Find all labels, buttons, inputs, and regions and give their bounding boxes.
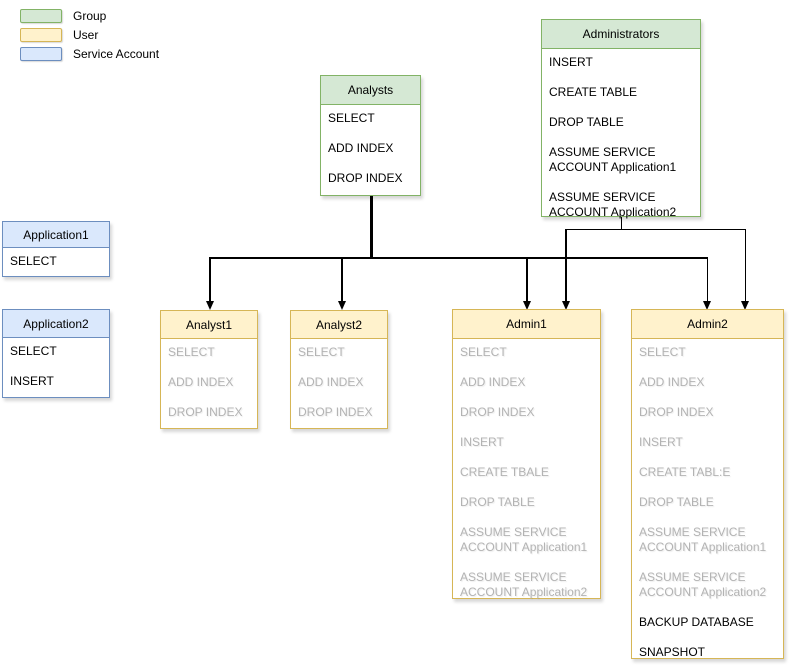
legend-label-service-account: Service Account [73, 46, 160, 61]
arrow-to-analyst2-icon [337, 301, 346, 310]
permission-item: DROP INDEX [460, 405, 535, 419]
node-analyst2: Analyst2 SELECT ADD INDEX DROP INDEX [290, 310, 388, 429]
node-analyst1-permissions: SELECT ADD INDEX DROP INDEX [161, 339, 257, 435]
permission-item: ASSUME SERVICE ACCOUNT Application2 [460, 570, 588, 599]
edge-analysts-stem [370, 196, 373, 258]
edge-drop-admin2-from-administrators [744, 229, 746, 301]
node-analyst2-permissions: SELECT ADD INDEX DROP INDEX [291, 339, 387, 435]
permission-item: ASSUME SERVICE ACCOUNT Application2 [549, 190, 677, 219]
permission-item: DROP TABLE [639, 495, 714, 509]
node-analysts-permissions: SELECT ADD INDEX DROP INDEX [321, 105, 420, 201]
node-analysts: Analysts SELECT ADD INDEX DROP INDEX [320, 75, 421, 196]
permission-item: ADD INDEX [298, 375, 364, 389]
node-analyst1: Analyst1 SELECT ADD INDEX DROP INDEX [160, 310, 258, 429]
node-analyst1-title: Analyst1 [161, 311, 257, 339]
node-application2-permissions: SELECT INSERT [3, 338, 109, 404]
legend-label-user: User [73, 27, 99, 42]
permission-item: CREATE TBALE [460, 465, 549, 479]
permission-item: SELECT [460, 345, 507, 359]
permission-item: INSERT [639, 435, 683, 449]
permission-item: SELECT [328, 111, 375, 125]
node-admin1-title: Admin1 [453, 310, 600, 339]
edge-administrators-stem [620, 217, 622, 229]
user-swatch-icon [20, 27, 62, 42]
permission-item: SELECT [639, 345, 686, 359]
permission-item: DROP INDEX [168, 405, 243, 419]
permission-item: INSERT [460, 435, 504, 449]
edge-drop-analyst2 [341, 257, 343, 301]
permission-item: ASSUME SERVICE ACCOUNT Application2 [639, 570, 767, 599]
service-account-swatch-icon [20, 46, 62, 61]
edge-analysts-bus [209, 257, 708, 259]
node-application1-permissions: SELECT [3, 248, 109, 284]
permission-item: DROP INDEX [639, 405, 714, 419]
permission-item: BACKUP DATABASE [639, 615, 754, 629]
permission-item: INSERT [10, 374, 54, 388]
node-application1: Application1 SELECT [2, 221, 110, 277]
edge-drop-admin1-from-analysts [526, 257, 528, 301]
permission-item: DROP TABLE [549, 115, 624, 129]
node-administrators: Administrators INSERT CREATE TABLE DROP … [541, 19, 701, 219]
arrow-to-admin2-from-administrators-icon [741, 301, 749, 310]
arrow-to-admin1-from-analysts-icon [522, 301, 531, 310]
permission-item: ADD INDEX [168, 375, 234, 389]
edge-drop-admin2-from-analysts [706, 257, 708, 301]
legend-label-group: Group [73, 8, 107, 23]
node-admin2-title: Admin2 [632, 310, 783, 339]
legend-row-user: User [20, 25, 159, 44]
permission-item: SELECT [298, 345, 345, 359]
arrow-to-analyst1-icon [205, 301, 214, 310]
node-admin2: Admin2 SELECT ADD INDEX DROP INDEX INSER… [631, 309, 784, 659]
node-admin1: Admin1 SELECT ADD INDEX DROP INDEX INSER… [452, 309, 601, 599]
permission-item: SELECT [168, 345, 215, 359]
arrow-to-admin2-from-analysts-icon [703, 301, 711, 310]
permission-item: DROP INDEX [298, 405, 373, 419]
node-analyst2-title: Analyst2 [291, 311, 387, 339]
node-admin1-permissions: SELECT ADD INDEX DROP INDEX INSERT CREAT… [453, 339, 600, 615]
permission-item: ADD INDEX [460, 375, 526, 389]
permission-item: INSERT [549, 55, 593, 69]
node-admin2-permissions: SELECT ADD INDEX DROP INDEX INSERT CREAT… [632, 339, 783, 671]
edge-drop-analyst1 [209, 257, 211, 301]
node-administrators-title: Administrators [542, 20, 700, 49]
node-analysts-title: Analysts [321, 76, 420, 105]
permission-item: SELECT [10, 344, 57, 358]
permission-item: ASSUME SERVICE ACCOUNT Application1 [460, 525, 588, 554]
permission-item: ASSUME SERVICE ACCOUNT Application1 [639, 525, 767, 554]
permission-item: CREATE TABLE [549, 85, 638, 99]
group-swatch-icon [20, 8, 62, 23]
node-application2: Application2 SELECT INSERT [2, 309, 110, 398]
permission-item: CREATE TABL:E [639, 465, 731, 479]
permission-item: SELECT [10, 254, 57, 268]
node-administrators-permissions: INSERT CREATE TABLE DROP TABLE ASSUME SE… [542, 49, 700, 235]
legend-row-service-account: Service Account [20, 44, 159, 63]
permission-item: ADD INDEX [639, 375, 705, 389]
edge-drop-admin1-from-administrators [565, 229, 567, 301]
node-application2-title: Application2 [3, 310, 109, 338]
permission-item: SNAPSHOT [639, 645, 706, 659]
arrow-to-admin1-from-administrators-icon [561, 301, 570, 310]
permission-item: DROP INDEX [328, 171, 403, 185]
permission-item: ADD INDEX [328, 141, 394, 155]
node-application1-title: Application1 [3, 222, 109, 248]
permission-item: ASSUME SERVICE ACCOUNT Application1 [549, 145, 677, 174]
edge-administrators-bus [565, 228, 746, 230]
permission-item: DROP TABLE [460, 495, 535, 509]
legend-row-group: Group [20, 6, 159, 25]
legend: Group User Service Account [20, 6, 159, 63]
